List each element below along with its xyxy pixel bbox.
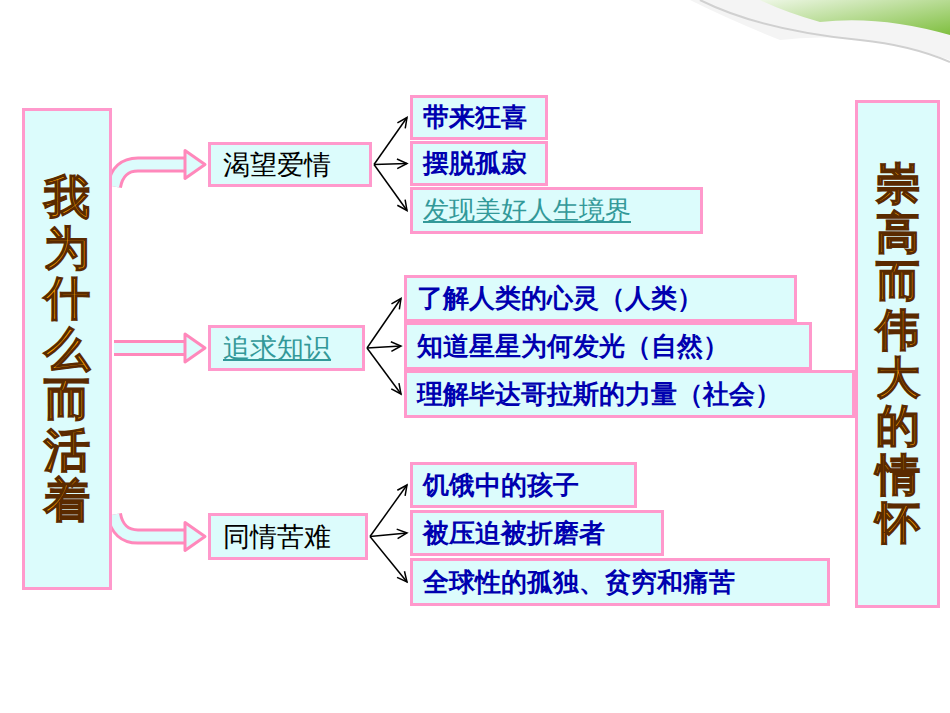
node-label: 发现美好人生境界: [413, 193, 631, 228]
connector-arrow: [367, 348, 401, 394]
node-label: 追求知识: [211, 330, 331, 366]
node-label: 带来狂喜: [413, 100, 527, 135]
leaf-box: 带来狂喜: [410, 95, 548, 140]
node-label: 全球性的孤独、贫穷和痛苦: [413, 565, 735, 600]
connector-arrow: [370, 529, 407, 539]
title-column: 崇高而伟大的情怀: [855, 100, 940, 608]
node-label: 摆脱孤寂: [413, 146, 527, 181]
node-label: 渴望爱情: [211, 147, 331, 183]
node-label: 理解毕达哥拉斯的力量（社会）: [407, 377, 781, 412]
connector-arrow: [114, 334, 205, 362]
branch-box: 渴望爱情: [208, 142, 372, 187]
leaf-box: 饥饿中的孩子: [410, 462, 637, 508]
leaf-box: 被压迫被折磨者: [410, 510, 664, 556]
page-curl: [690, 0, 950, 60]
node-label: 被压迫被折磨者: [413, 516, 605, 551]
leaf-box: 了解人类的心灵（人类）: [404, 275, 797, 322]
page-curl-edge: [700, 0, 950, 62]
node-label: 崇高而伟大的情怀: [876, 160, 920, 547]
node-label: 饥饿中的孩子: [413, 468, 579, 503]
connector-arrow: [374, 118, 407, 165]
connector-arrow: [367, 299, 401, 349]
leaf-box: 发现美好人生境界: [410, 187, 703, 234]
connector-arrow: [374, 159, 407, 169]
node-label: 同情苦难: [211, 519, 331, 555]
leaf-box: 理解毕达哥拉斯的力量（社会）: [404, 370, 855, 418]
connector-arrow: [374, 165, 407, 211]
connector-arrow: [114, 151, 205, 187]
node-label: 了解人类的心灵（人类）: [407, 281, 703, 316]
node-label: 我为什么而活着: [44, 172, 90, 526]
branch-box: 同情苦难: [208, 513, 368, 560]
branch-box: 追求知识: [208, 325, 365, 371]
leaf-box: 全球性的孤独、贫穷和痛苦: [410, 558, 830, 606]
title-column: 我为什么而活着: [22, 108, 112, 590]
connector-arrow: [370, 537, 407, 583]
leaf-box: 知道星星为何发光（自然）: [404, 322, 812, 370]
connector-arrow: [114, 515, 205, 551]
node-label: 知道星星为何发光（自然）: [407, 329, 729, 364]
connector-arrow: [367, 342, 401, 352]
leaf-box: 摆脱孤寂: [410, 141, 548, 186]
connector-arrow: [370, 485, 407, 537]
